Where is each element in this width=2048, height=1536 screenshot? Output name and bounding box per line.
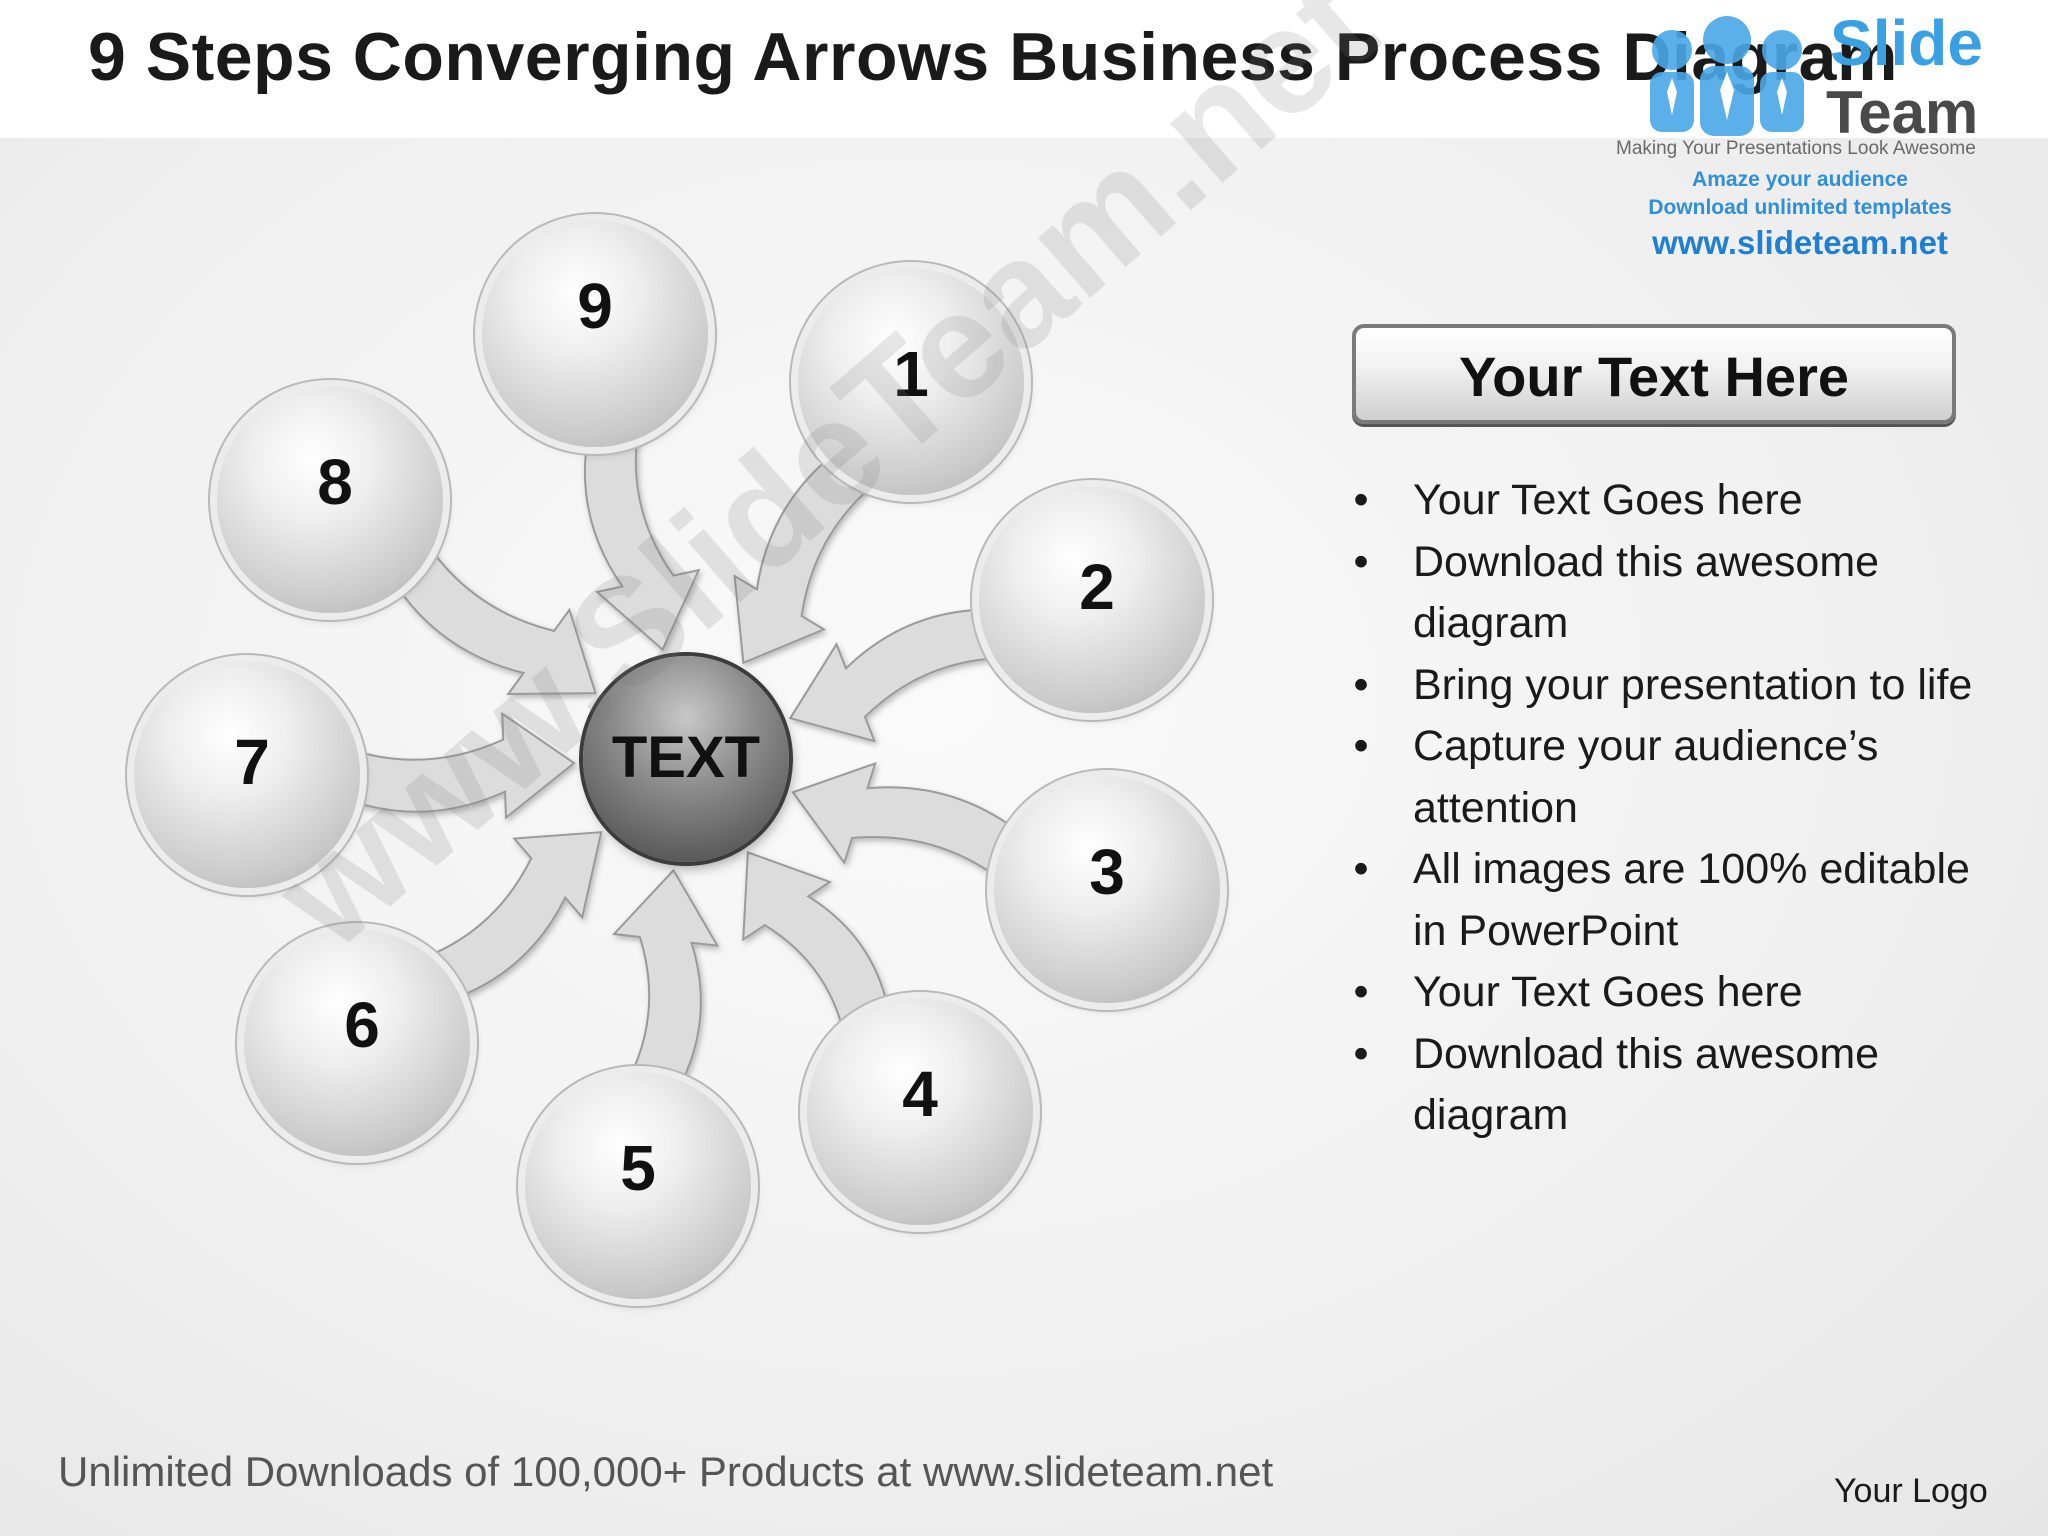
step-label-7: 7 [234, 726, 270, 798]
people-logo-icon [1650, 16, 1804, 136]
logo-promo-line-2: Download unlimited templates [1648, 196, 1952, 219]
bullet-text: All images are 100% editable in PowerPoi… [1413, 845, 1970, 955]
bullet-item: • Download this awesome diagram [1346, 1024, 1986, 1147]
step-label-4: 4 [902, 1058, 938, 1130]
step-circle-3 [994, 777, 1220, 1003]
bullet-dot-icon: • [1353, 1029, 1369, 1078]
your-logo-placeholder: Your Logo [1834, 1472, 1988, 1510]
bullet-dot-icon: • [1353, 476, 1369, 524]
panel-header-box [1352, 324, 1956, 424]
slide-title: 9 Steps Converging Arrows Business Proce… [88, 19, 1898, 95]
step-circle-7 [134, 662, 360, 888]
bullet-item: • Capture your audience’s attention [1346, 716, 1986, 839]
bullet-text: Download this awesome diagram [1413, 537, 1880, 648]
logo-promo-line-1: Amaze your audience [1692, 168, 1908, 191]
bullet-item: • Bring your presentation to life [1346, 655, 1986, 717]
logo-tagline: Making Your Presentations Look Awesome [1616, 138, 1976, 159]
bullet-text: Capture your audience’s attention [1413, 722, 1879, 832]
step-circle-1 [798, 269, 1024, 495]
center-hub [583, 656, 789, 862]
step-label-2: 2 [1079, 551, 1115, 623]
step-label-9: 9 [577, 270, 613, 342]
panel-header-text: Your Text Here [1458, 345, 1850, 408]
logo-word-team: Team [1826, 79, 1979, 146]
logo-word-slide: Slide [1830, 7, 1983, 79]
step-circle-4 [807, 999, 1033, 1225]
step-label-6: 6 [344, 989, 380, 1061]
bullet-dot-icon: • [1353, 722, 1369, 770]
bullet-text: Download this awesome diagram [1413, 1029, 1880, 1140]
step-circle-8 [217, 387, 443, 613]
bullet-list: • Your Text Goes here • Download this awes… [1346, 470, 1986, 1147]
step-circle-6 [244, 930, 470, 1156]
bullet-dot-icon: • [1353, 660, 1369, 709]
step-label-5: 5 [620, 1132, 656, 1204]
step-circle-9 [482, 221, 708, 447]
bullet-item: • Your Text Goes here [1346, 962, 1986, 1024]
bullet-dot-icon: • [1353, 845, 1369, 893]
footer-text: Unlimited Downloads of 100,000+ Products… [58, 1448, 1274, 1495]
bullet-text: Your Text Goes here [1413, 968, 1803, 1016]
step-label-8: 8 [317, 446, 353, 518]
bullet-text: Bring your presentation to life [1413, 660, 1973, 709]
logo-url: www.slideteam.net [1652, 224, 1948, 261]
bullet-item: • Your Text Goes here [1346, 470, 1986, 532]
bullet-text: Your Text Goes here [1413, 476, 1803, 524]
step-label-3: 3 [1089, 836, 1125, 908]
step-label-1: 1 [893, 338, 929, 410]
bullet-item: • All images are 100% editable in PowerPo… [1346, 839, 1986, 962]
bullet-dot-icon: • [1353, 537, 1369, 586]
bullet-item: • Download this awesome diagram [1346, 532, 1986, 655]
step-circle-5 [525, 1073, 751, 1299]
step-circle-2 [979, 487, 1205, 713]
slideteam-logo: Slide Team Making Your Presentations Loo… [1610, 0, 2030, 270]
bullet-dot-icon: • [1353, 968, 1369, 1016]
center-hub-label: TEXT [611, 725, 761, 790]
